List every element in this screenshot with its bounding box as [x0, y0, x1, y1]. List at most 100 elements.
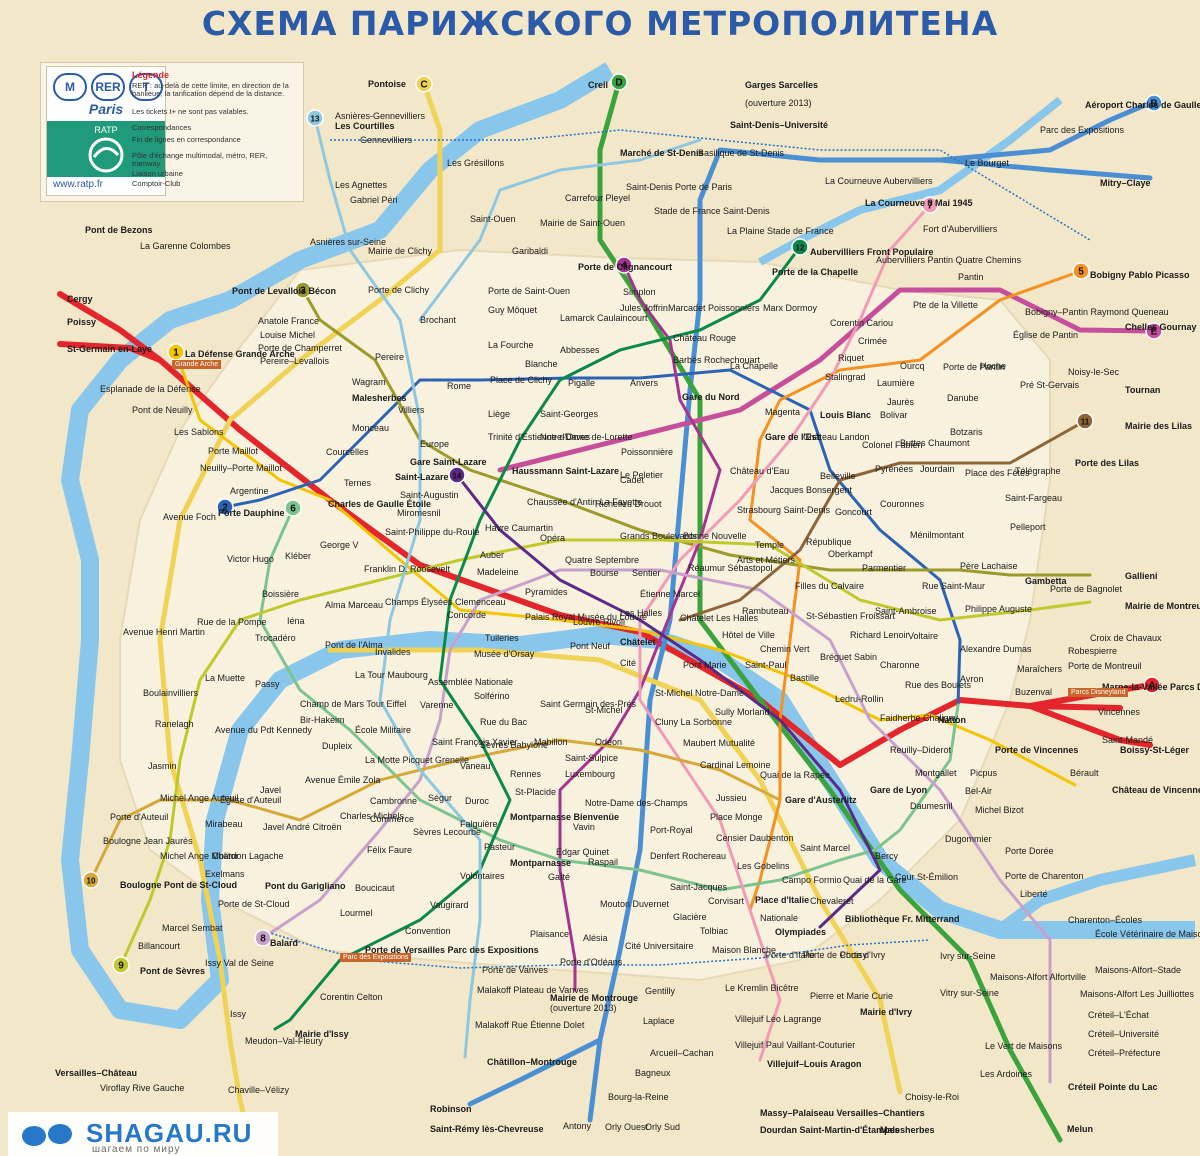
station-label: Michel Ange Molitor	[160, 851, 239, 861]
station-label: Chaussée d'Antin La Fayette	[527, 497, 643, 507]
station-label: Montparnasse	[510, 858, 572, 868]
station-label: Saint François Xavier	[432, 737, 518, 747]
station-label: Solférino	[474, 691, 510, 701]
station-label: Château de Vincennes	[1112, 785, 1200, 795]
station-label: Gare Saint-Lazare	[410, 457, 487, 467]
station-label: Marcadet Poissonniers	[668, 303, 760, 313]
station-label: Aubervilliers Front Populaire	[810, 247, 934, 257]
station-label: Saint-Mandé	[1102, 735, 1154, 745]
station-label: Maisons-Alfort–Stade	[1095, 965, 1182, 975]
station-label: La Courneuve Aubervilliers	[825, 176, 933, 186]
line-badge-circle	[306, 109, 324, 127]
station-label: Balard	[270, 938, 299, 948]
ratp-logo: RATP	[47, 121, 165, 177]
station-label: Falguière	[460, 819, 498, 829]
station-label: Cité Universitaire	[625, 941, 694, 951]
station-label: Cardinal Lemoine	[700, 760, 771, 770]
station-label: Maison Blanche	[712, 945, 777, 955]
station-label: Porte d'Italie	[765, 950, 815, 960]
station-label: Olympiades	[775, 927, 827, 937]
station-label: Maraîchers	[1017, 664, 1063, 674]
station-label: Temple	[755, 540, 785, 550]
line-badge-label: 9	[118, 961, 124, 972]
station-label: Esplanade de la Défense	[100, 384, 201, 394]
station-label: La Chapelle	[730, 361, 779, 371]
line-8	[261, 568, 1052, 1084]
station-label: Père Lachaise	[960, 561, 1018, 571]
station-label: St-Sébastien Froissart	[806, 611, 896, 621]
station-label: Pont de Levallois Bécon	[232, 286, 337, 296]
station-label: Colonel Fabien	[862, 440, 923, 450]
line-badge-8: 8	[254, 929, 272, 947]
station-label: Ranelagh	[155, 719, 194, 729]
station-label: Mairie d'Issy	[295, 1029, 349, 1039]
line-13-branch	[418, 138, 702, 322]
line-1	[174, 350, 1077, 787]
station-label: Liberté	[1020, 889, 1048, 899]
station-label: Guy Môquet	[488, 305, 538, 315]
station-label: Robespierre	[1068, 646, 1118, 656]
ratp-url[interactable]: www.ratp.fr	[53, 179, 104, 190]
station-label: Saint-Rémy lès-Chevreuse	[430, 1124, 544, 1134]
station-label: Voltaire	[908, 631, 939, 641]
map-title: СХЕМА ПАРИЖСКОГО МЕТРОПОЛИТЕНА	[201, 4, 999, 43]
station-label: Musée d'Orsay	[474, 649, 535, 659]
line-badge-circle	[284, 499, 302, 517]
rer-b-line	[587, 100, 1153, 1123]
station-label: Quatre Septembre	[565, 555, 640, 565]
station-label: Chemin Vert	[760, 644, 810, 654]
station-label: Chardon Lagache	[212, 851, 284, 861]
station-label: Porte de Champerret	[258, 343, 343, 353]
station-label: Mabillon	[534, 737, 568, 747]
station-label: Avenue Foch	[163, 512, 216, 522]
line-badge-circle	[254, 929, 272, 947]
station-label: Saint-Fargeau	[1005, 493, 1063, 503]
line-badge-A: A	[1143, 676, 1161, 694]
station-label: Cadet	[620, 475, 645, 485]
station-label: Place Monge	[710, 812, 763, 822]
brand-banner[interactable]: SHAGAU.RU шагаем по миру	[8, 1112, 278, 1156]
station-label: Rome	[447, 381, 472, 391]
station-label: Alésia	[583, 933, 608, 943]
station-label: Boulainvilliers	[143, 688, 199, 698]
line-badge-circle	[82, 871, 100, 889]
station-label: Jacques Bonsergent	[770, 485, 853, 495]
station-label: Sèvres Babylone	[480, 740, 549, 750]
station-label: Antony	[563, 1121, 592, 1131]
station-label: Porte d'Auteuil	[110, 812, 169, 822]
line-badge-7: 7	[921, 196, 939, 214]
station-label: Pyrénées	[875, 464, 914, 474]
station-label: Bonne Nouvelle	[683, 531, 747, 541]
line-3	[301, 288, 1092, 577]
station-label: La Fourche	[488, 340, 534, 350]
station-label: Crimée	[858, 336, 888, 346]
line-badge-circle	[448, 466, 466, 484]
station-label: Villejuif Léo Lagrange	[735, 1014, 822, 1024]
station-label: Boucicaut	[355, 883, 395, 893]
station-label: Oberkampf	[828, 549, 873, 559]
station-label: Gare d'Austerlitz	[785, 795, 857, 805]
line-14	[455, 473, 882, 929]
station-label: Auber	[480, 550, 505, 560]
line-badge-label: 10	[87, 877, 96, 886]
station-label: Château d'Eau	[730, 466, 790, 476]
station-label: Avron	[960, 674, 984, 684]
station-label: Parmentier	[862, 563, 907, 573]
station-label: Brochant	[420, 315, 457, 325]
station-label: Mouton Duvernet	[600, 899, 670, 909]
station-label: Anatole France	[258, 316, 320, 326]
station-label: Pont Marie	[683, 660, 727, 670]
station-label: La Muette	[205, 673, 246, 683]
line-badge-14: 14	[448, 466, 466, 484]
line-badge-label: C	[420, 80, 427, 91]
rer-d-line	[597, 79, 1063, 1143]
station-label: Ternes	[344, 478, 372, 488]
station-label: Château Rouge	[673, 333, 737, 343]
station-label: Porte d'Orléans	[560, 957, 623, 967]
station-label: Les Gobelins	[737, 861, 790, 871]
legend-heading: Légende	[132, 70, 170, 80]
station-label: Malesherbes	[352, 393, 407, 403]
line-badge-label: 5	[1078, 267, 1084, 278]
legend-item-connections: Correspondances	[132, 123, 192, 132]
